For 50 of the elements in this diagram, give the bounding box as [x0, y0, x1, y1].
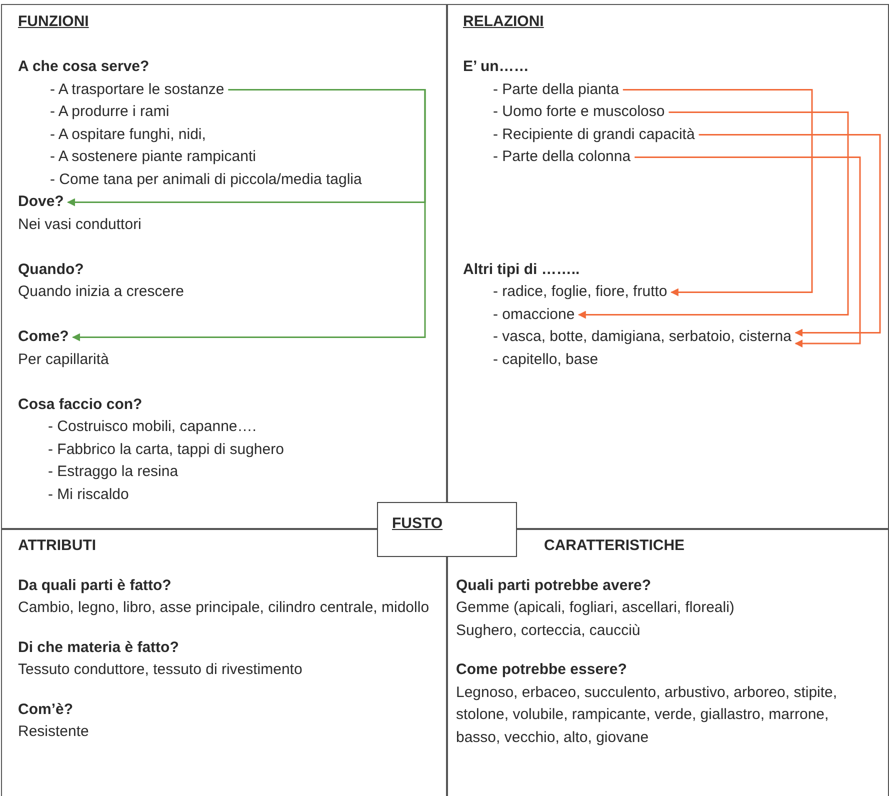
question-heading: ATTRIBUTI — [18, 536, 96, 556]
question-heading: Quali parti potrebbe avere? — [456, 576, 652, 596]
question-heading: Quando? — [18, 260, 84, 280]
quadrant-panel — [446, 4, 889, 530]
answer-text: Tessuto conduttore, tessuto di rivestimento — [18, 660, 302, 680]
question-heading: Come potrebbe essere? — [456, 660, 627, 680]
arrow — [622, 89, 813, 296]
arrow — [634, 156, 861, 348]
arrow — [578, 112, 849, 319]
list-item: - Estraggo la resina — [47, 462, 178, 482]
list-item: - Fabbrico la carta, tappi di sughero — [47, 440, 284, 460]
question-heading: Come? — [18, 326, 69, 348]
quadrant-panel — [1, 4, 448, 530]
list-item: - radice, foglie, fiore, frutto — [463, 281, 668, 304]
answer-text: Nei vasi conduttori — [18, 214, 142, 234]
answer-text: Per capillarità — [18, 350, 109, 370]
answer-text: Legnoso, erbaceo, succulento, arbustivo, arboreo, stipite, stolone, volubile, rampicante, verde, giallastro, marrone, basso, vecchio, alto, giovane — [456, 682, 838, 748]
question-heading: Altri tipi di …….. — [463, 260, 580, 280]
list-item: - Recipiente di grandi capacità — [463, 124, 695, 146]
list-item: - Uomo forte e muscoloso — [463, 101, 665, 124]
list-item: - Costruisco mobili, capanne…. — [47, 417, 256, 437]
answer-text: Cambio, legno, libro, asse principale, cilindro centrale, midollo — [18, 598, 430, 618]
question-heading: Cosa faccio con? — [18, 394, 142, 414]
answer-text: Quando inizia a crescere — [18, 282, 184, 302]
arrow — [72, 89, 426, 342]
question-heading: CARATTERISTICHE — [543, 536, 685, 556]
question-heading: A che cosa serve? — [18, 57, 150, 77]
answer-text: Sughero, corteccia, caucciù — [456, 620, 640, 640]
question-heading: Da quali parti è fatto? — [18, 576, 172, 596]
list-item: - Come tana per animali di piccola/media taglia — [49, 170, 362, 190]
list-item: - Parte della pianta — [463, 78, 619, 101]
list-item: - A ospitare funghi, nidi, — [49, 124, 206, 144]
list-item: - omaccione — [463, 304, 575, 326]
list-item: - Parte della colonna — [463, 146, 631, 168]
list-item: - A sostenere piante rampicanti — [49, 147, 256, 167]
section-heading: FUNZIONI — [18, 12, 89, 32]
list-item: - A trasportare le sostanze — [18, 78, 224, 101]
question-heading: Di che materia è fatto? — [18, 638, 179, 658]
list-item: - A produrre i rami — [49, 102, 170, 122]
answer-text: Resistente — [18, 722, 89, 742]
arrow — [698, 134, 881, 337]
list-item: - vasca, botte, damigiana, serbatoio, cisterna — [463, 326, 792, 348]
question-heading: Com’è? — [18, 700, 74, 720]
list-item: - Mi riscaldo — [47, 484, 129, 504]
answer-text: Gemme (apicali, fogliari, ascellari, floreali) — [456, 598, 734, 618]
question-heading: Dove? — [18, 191, 64, 214]
section-heading: RELAZIONI — [463, 12, 544, 32]
title-box: FUSTO — [377, 502, 517, 557]
list-item: - capitello, base — [492, 350, 598, 370]
question-heading: E’ un…… — [463, 57, 529, 77]
